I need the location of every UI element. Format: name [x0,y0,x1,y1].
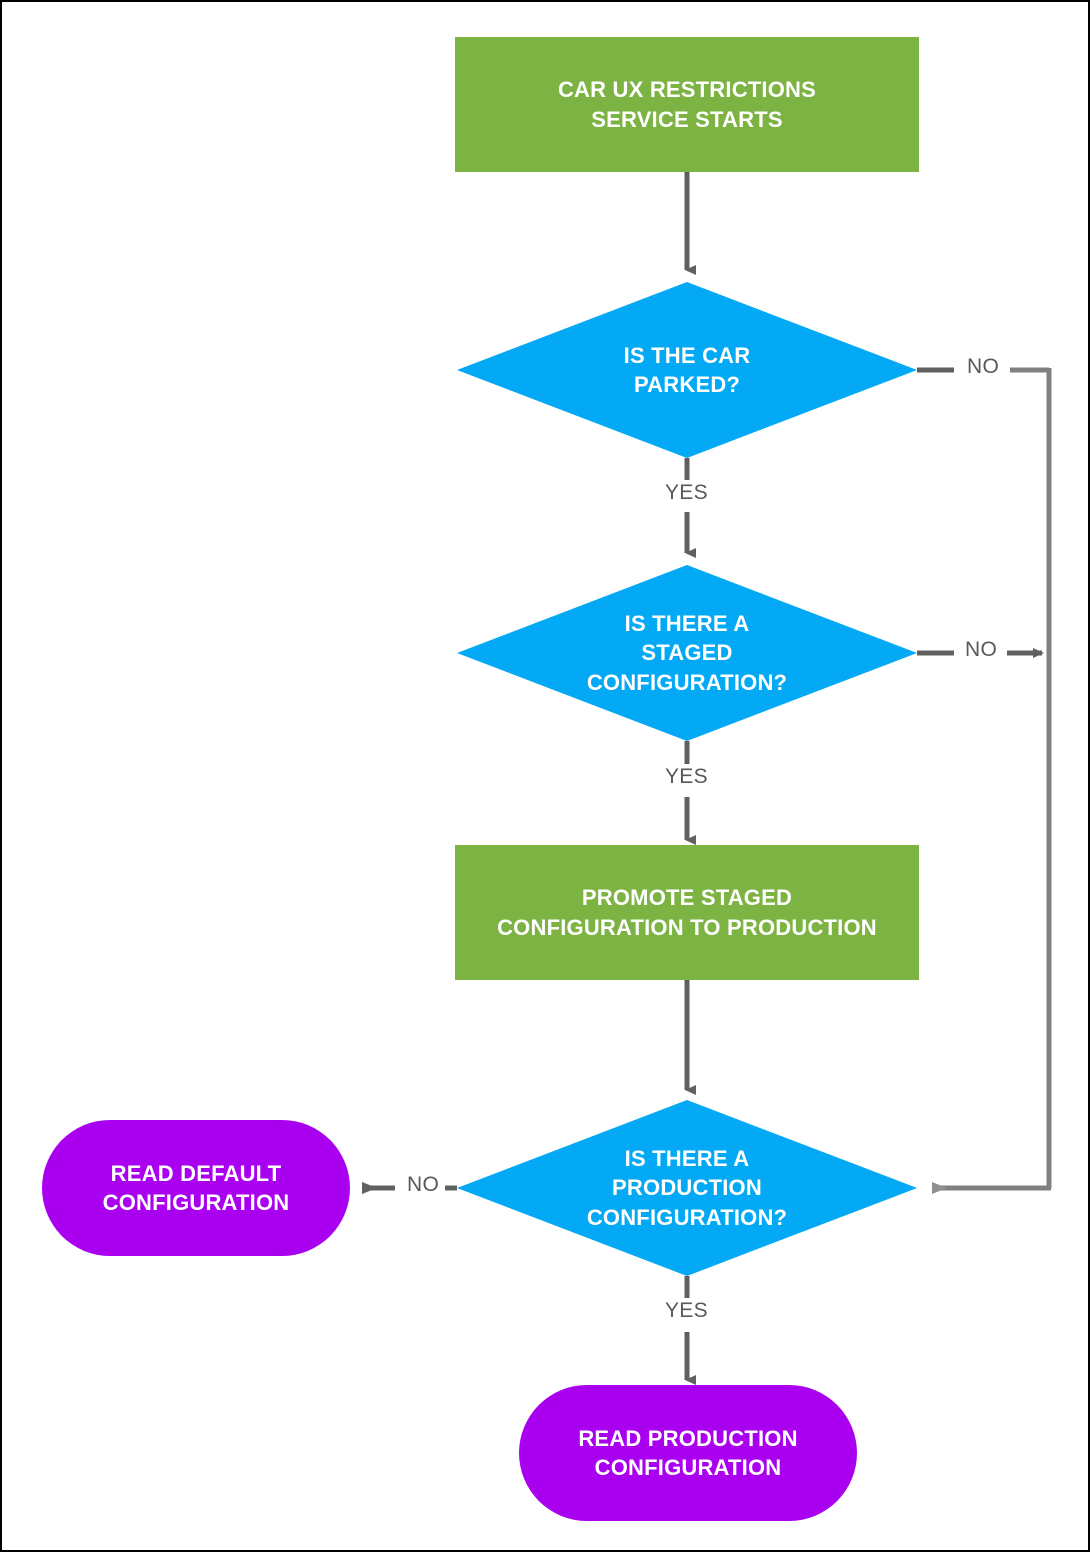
node-staged-config-label: IS THERE A STAGED CONFIGURATION? [586,611,788,695]
edge-label-production-config-yes: YES [659,1298,714,1324]
node-staged-config[interactable]: IS THERE A STAGED CONFIGURATION? [502,565,872,741]
node-read-default[interactable]: READ DEFAULT CONFIGURATION [42,1120,350,1256]
node-read-default-label: READ DEFAULT CONFIGURATION [102,1160,290,1215]
node-start-shape[interactable] [455,37,919,172]
edge-label-car-parked-yes: YES [659,480,714,506]
node-production-config[interactable]: IS THERE A PRODUCTION CONFIGURATION? [502,1100,872,1276]
node-promote-staged[interactable]: PROMOTE STAGED CONFIGURATION TO PRODUCTI… [455,845,919,980]
node-promote-staged-label: PROMOTE STAGED CONFIGURATION TO PRODUCTI… [497,885,877,940]
edge-label-production-config-no: NO [401,1172,446,1198]
node-start[interactable]: CAR UX RESTRICTIONS SERVICE STARTS [455,37,919,172]
node-car-parked-label: IS THE CAR PARKED? [623,342,751,397]
node-promote-staged-shape[interactable] [455,845,919,980]
edge-label-staged-config-no: NO [959,637,1004,663]
node-read-production-shape[interactable] [519,1385,857,1521]
edge-label-staged-config-yes: YES [659,764,714,790]
node-read-default-shape[interactable] [42,1120,350,1256]
node-read-production[interactable]: READ PRODUCTION CONFIGURATION [519,1385,857,1521]
node-staged-config-shape[interactable] [457,565,917,741]
edge-label-car-parked-no: NO [961,354,1006,380]
node-production-config-label: IS THERE A PRODUCTION CONFIGURATION? [586,1146,788,1230]
node-car-parked-shape[interactable] [457,282,917,458]
node-production-config-shape[interactable] [457,1100,917,1276]
node-read-production-label: READ PRODUCTION CONFIGURATION [578,1425,798,1480]
node-car-parked[interactable]: IS THE CAR PARKED? [507,282,867,458]
node-start-label: CAR UX RESTRICTIONS SERVICE STARTS [557,77,817,132]
